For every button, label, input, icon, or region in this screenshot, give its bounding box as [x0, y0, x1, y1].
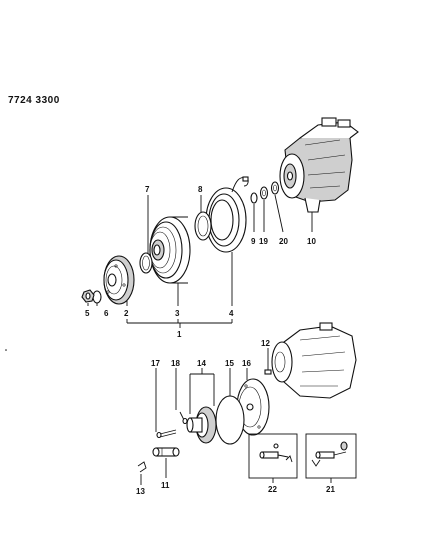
callout-14: 14 [197, 359, 206, 368]
compressor-assembly [279, 117, 359, 213]
shim-washer-9 [250, 192, 258, 204]
callout-17: 17 [151, 359, 160, 368]
callout-21: 21 [326, 485, 335, 494]
callout-3: 3 [175, 309, 180, 318]
callout-13: 13 [136, 487, 145, 496]
seal-set-11 [152, 447, 180, 457]
callout-10: 10 [307, 237, 316, 246]
callout-2: 2 [124, 309, 129, 318]
nut-5 [81, 289, 95, 303]
callout-6: 6 [104, 309, 109, 318]
callout-1: 1 [177, 330, 182, 339]
shaft-seal-14 [186, 406, 217, 444]
shim-6 [92, 290, 102, 304]
callout-7: 7 [145, 185, 150, 194]
inset-box-22 [248, 433, 298, 483]
callout-12: 12 [261, 339, 270, 348]
callout-16: 16 [242, 359, 251, 368]
clip-13 [137, 461, 147, 473]
callout-8: 8 [198, 185, 203, 194]
snap-ring-7 [139, 252, 153, 274]
callout-9: 9 [251, 237, 256, 246]
callout-18: 18 [171, 359, 180, 368]
field-coil-4 [205, 176, 249, 253]
callout-15: 15 [225, 359, 234, 368]
pin-18 [179, 411, 188, 425]
pulley-rotor-3 [149, 216, 191, 284]
callout-4: 4 [229, 309, 234, 318]
callout-22: 22 [268, 485, 277, 494]
armature-plate-2 [103, 255, 135, 305]
callout-5: 5 [85, 309, 90, 318]
compressor-front-housing [271, 322, 357, 399]
rod-17 [156, 429, 177, 439]
upper-leader-lines [87, 194, 313, 328]
snap-ring-19 [259, 186, 269, 200]
inset-box-21 [305, 433, 357, 483]
snap-ring-8 [194, 211, 212, 241]
diagram-code: 7724 3300 [8, 95, 60, 106]
stray-dot [5, 349, 7, 351]
o-ring-15 [215, 395, 245, 445]
bolt-12 [264, 356, 272, 375]
callout-19: 19 [259, 237, 268, 246]
callout-11: 11 [161, 481, 170, 490]
washer-20 [270, 181, 280, 195]
callout-20: 20 [279, 237, 288, 246]
lower-leader-lines [140, 348, 269, 485]
